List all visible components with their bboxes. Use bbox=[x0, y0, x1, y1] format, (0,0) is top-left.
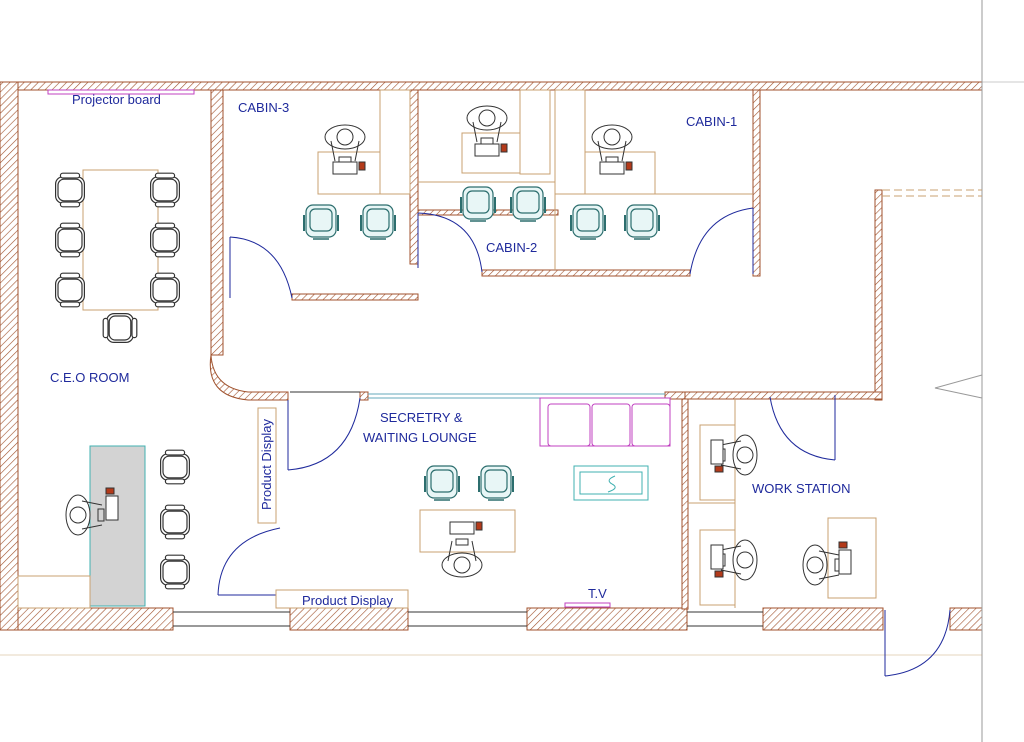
room-labels: Projector board CABIN-3 CABIN-2 CABIN-1 … bbox=[50, 92, 850, 608]
conference-table bbox=[82, 169, 159, 311]
work-station bbox=[688, 399, 877, 608]
work-station-label: WORK STATION bbox=[752, 481, 850, 496]
secretary-label: SECRETRY & bbox=[380, 410, 463, 425]
product-display-horizontal bbox=[275, 589, 409, 609]
tv-label: T.V bbox=[588, 586, 607, 601]
product-display-vertical-label: Product Display bbox=[259, 418, 274, 510]
ceo-room-label: C.E.O ROOM bbox=[50, 370, 129, 385]
cabin-2-label: CABIN-2 bbox=[486, 240, 537, 255]
cabins bbox=[303, 89, 753, 270]
lounge bbox=[257, 397, 671, 609]
product-display-vertical bbox=[257, 407, 277, 524]
cabin-3-label: CABIN-3 bbox=[238, 100, 289, 115]
product-display-horizontal-label: Product Display bbox=[302, 593, 394, 608]
ceo-room bbox=[17, 89, 195, 609]
cabin-1-label: CABIN-1 bbox=[686, 114, 737, 129]
doors bbox=[217, 207, 951, 677]
projector-board bbox=[47, 89, 195, 95]
waiting-lounge-label: WAITING LOUNGE bbox=[363, 430, 477, 445]
sofa bbox=[539, 397, 671, 447]
tv bbox=[564, 602, 611, 608]
tv-panel bbox=[573, 465, 649, 501]
projector-board-label: Projector board bbox=[72, 92, 161, 107]
